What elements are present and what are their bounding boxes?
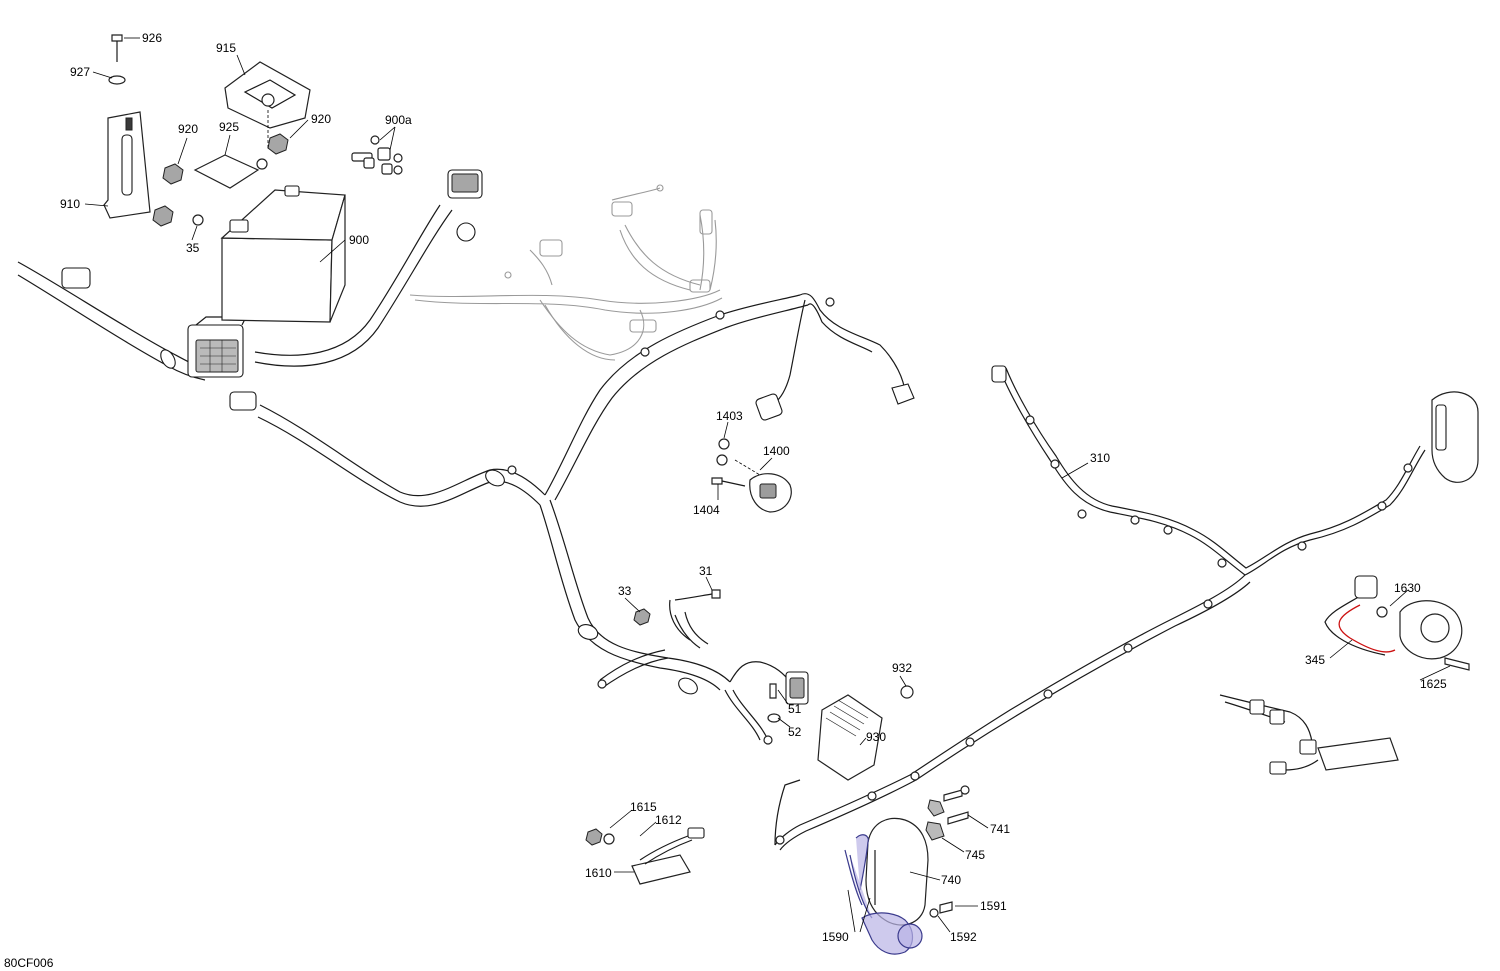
headlight-740 (844, 785, 970, 955)
callout-1615: 1615 (630, 800, 657, 814)
callout-35: 35 (186, 241, 200, 255)
callout-1610: 1610 (585, 866, 612, 880)
callout-927: 927 (70, 65, 90, 79)
callout-1400: 1400 (763, 444, 790, 458)
callout-932: 932 (892, 661, 912, 675)
leader-lines (84, 37, 1451, 933)
callout-51: 51 (788, 702, 802, 716)
nut-920a (162, 163, 184, 185)
callout-1612: 1612 (655, 813, 682, 827)
callout-740: 740 (941, 873, 961, 887)
main-harness (17, 204, 915, 741)
component-1610 (585, 827, 705, 885)
callout-1591: 1591 (980, 899, 1007, 913)
bolt-31 (674, 593, 713, 601)
battery-bracket (103, 111, 151, 219)
connector-mid (229, 391, 257, 411)
callout-741: 741 (990, 822, 1010, 836)
component-1400 (711, 438, 792, 513)
bolt-926 (108, 34, 126, 85)
callout-745: 745 (965, 848, 985, 862)
callout-345: 345 (1305, 653, 1325, 667)
relay-assembly (763, 671, 809, 745)
callout-33: 33 (618, 584, 632, 598)
callout-926: 926 (142, 31, 162, 45)
callout-labels: 926 927 915 920 925 920 900a 910 35 900 … (4, 31, 1447, 970)
callout-920: 920 (178, 122, 198, 136)
hardware-900a (351, 135, 403, 175)
nut-33 (633, 608, 651, 626)
battery (220, 185, 346, 323)
callout-900a: 900a (385, 113, 412, 127)
frame-harness-ghost (409, 184, 723, 361)
harness-345 (1324, 575, 1470, 671)
callout-310: 310 (1090, 451, 1110, 465)
nut-35 (192, 214, 204, 226)
callout-1590: 1590 (822, 930, 849, 944)
diagram-code: 80CF006 (4, 956, 54, 970)
cover-915 (224, 61, 311, 150)
callout-52: 52 (788, 725, 802, 739)
nut-920b (267, 133, 289, 155)
terminal-cover (193, 154, 260, 189)
callout-1630: 1630 (1394, 581, 1421, 595)
callout-925: 925 (219, 120, 239, 134)
connector-left (61, 267, 91, 289)
callout-920: 920 (311, 112, 331, 126)
connector-top (447, 169, 483, 199)
callout-1592: 1592 (950, 930, 977, 944)
callout-900: 900 (349, 233, 369, 247)
callout-31: 31 (699, 564, 713, 578)
lower-right-assembly (1219, 694, 1399, 775)
main-connector (187, 316, 247, 378)
callout-915: 915 (216, 41, 236, 55)
callout-910: 910 (60, 197, 80, 211)
harness-310 (774, 365, 1479, 851)
callout-1404: 1404 (693, 503, 720, 517)
module-930 (817, 685, 914, 781)
callout-1625: 1625 (1420, 677, 1447, 691)
callout-1403: 1403 (716, 409, 743, 423)
callout-930: 930 (866, 730, 886, 744)
